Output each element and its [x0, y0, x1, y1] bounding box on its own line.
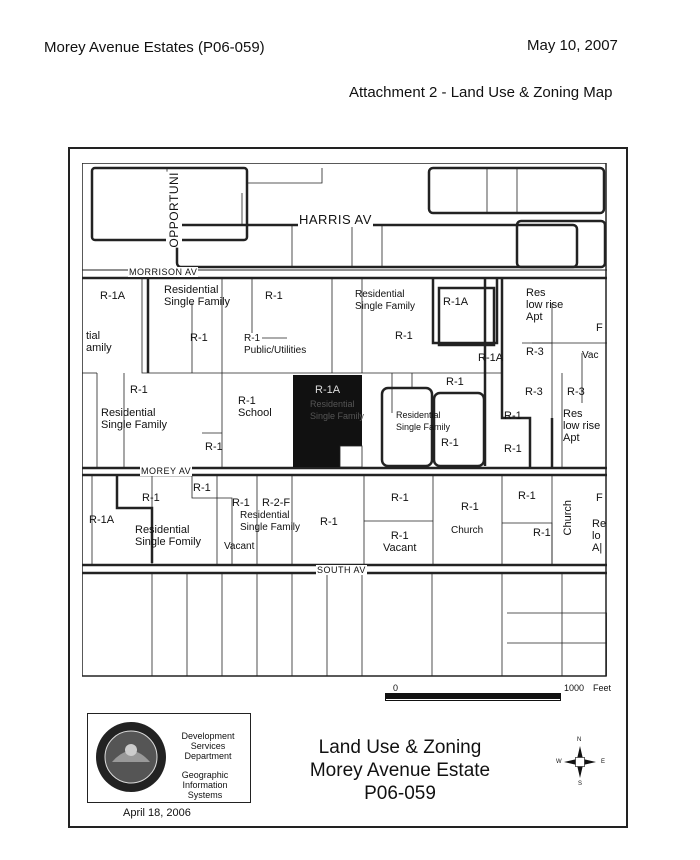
- zone-label: R-1: [518, 490, 536, 502]
- zone-label: Residential Single Family: [396, 410, 451, 432]
- block-outlines: [82, 166, 607, 575]
- zone-label: R-1: [142, 492, 160, 504]
- zone-label: R-1A: [443, 296, 469, 308]
- parcel-lines: [91, 168, 607, 676]
- scale-start: 0: [393, 683, 399, 693]
- zone-label: Vacant: [224, 541, 255, 552]
- zone-label: R-1 Vacant: [383, 530, 417, 554]
- zone-label: R-2-F: [262, 497, 291, 509]
- zone-label: Residential Single Fomily: [135, 524, 202, 548]
- zone-label: Res low rise Apt: [563, 408, 601, 444]
- subject-zone-label: R-1A: [315, 384, 341, 396]
- zone-label: R-1: [391, 492, 409, 504]
- zone-label: R-1 School: [238, 395, 272, 419]
- scale-unit: Feet: [593, 683, 612, 693]
- zone-label: tial amily: [86, 330, 112, 354]
- map-date: April 18, 2006: [123, 807, 191, 819]
- zone-label: R-1: [461, 501, 479, 513]
- map-title-line3: P06-059: [364, 783, 436, 804]
- zone-label: R-1: [232, 497, 250, 509]
- compass-w: W: [556, 759, 562, 765]
- document-date: May 10, 2007: [527, 37, 618, 54]
- zone-label: Vac: [582, 350, 599, 361]
- map-title-line2: Morey Avenue Estate: [309, 760, 491, 781]
- map-frame: [68, 147, 628, 828]
- street-label-south: SOUTH AV: [316, 565, 367, 575]
- street-label-opportunity: OPPORTUNI: [166, 172, 182, 248]
- zone-label: Residential Single Family: [164, 284, 231, 308]
- zone-label: R-1: [320, 516, 338, 528]
- zone-label: R-1 Public/Utilities: [244, 333, 307, 356]
- city-seal-icon: [96, 722, 166, 792]
- street-label-harris: HARRIS AV: [298, 212, 373, 227]
- zone-label: R-1A: [100, 290, 126, 302]
- zone-label: R-1: [395, 330, 413, 342]
- zone-label: F: [596, 322, 603, 334]
- zone-label: R-3: [526, 346, 544, 358]
- subject-zone-sublabel: Residential Single Family: [310, 399, 365, 421]
- map-title-line1: Land Use & Zoning: [318, 737, 482, 758]
- compass-rose-icon: [564, 746, 596, 778]
- zone-label: R-3: [567, 386, 585, 398]
- zone-label: R-1: [193, 482, 211, 494]
- zone-label: Church: [451, 525, 484, 536]
- zone-label: R-1: [441, 437, 459, 449]
- zone-label: R-3: [525, 386, 543, 398]
- zone-label: R-1: [504, 443, 522, 455]
- agency-logo-box: Development Services Department Geograph…: [87, 713, 251, 803]
- project-title: Morey Avenue Estates (P06-059): [44, 39, 265, 56]
- compass-e: E: [601, 759, 606, 765]
- zone-label: Church: [562, 500, 574, 536]
- zone-label: R-1: [533, 527, 551, 539]
- street-label-morrison: MORRISON AV: [128, 267, 199, 277]
- zone-label: R-1: [504, 410, 522, 422]
- zone-label: Residential Single Family: [101, 407, 168, 431]
- zone-label: R-1: [190, 332, 208, 344]
- attachment-title: Attachment 2 - Land Use & Zoning Map: [349, 84, 613, 101]
- compass-n: N: [577, 737, 582, 743]
- zone-label: R-1: [205, 441, 223, 453]
- department-name: Development Services Department: [181, 731, 235, 761]
- zone-label: R-1: [446, 376, 464, 388]
- scale-end: 1000: [564, 683, 585, 693]
- zone-label: Residential Single Family: [240, 510, 301, 533]
- zone-label: F: [596, 492, 603, 504]
- street-label-morey: MOREY AV: [140, 466, 193, 476]
- zone-label: Res low rise Apt: [526, 287, 564, 323]
- zone-label: R-1A: [478, 352, 504, 364]
- zone-label: Re lo A|: [592, 518, 607, 554]
- gis-name: Geographic Information Systems: [181, 770, 229, 800]
- zone-label: Residential Single Family: [355, 289, 416, 312]
- zone-label: R-1: [130, 384, 148, 396]
- compass-s: S: [578, 781, 583, 787]
- zone-label: R-1: [265, 290, 283, 302]
- zone-label: R-1A: [89, 514, 115, 526]
